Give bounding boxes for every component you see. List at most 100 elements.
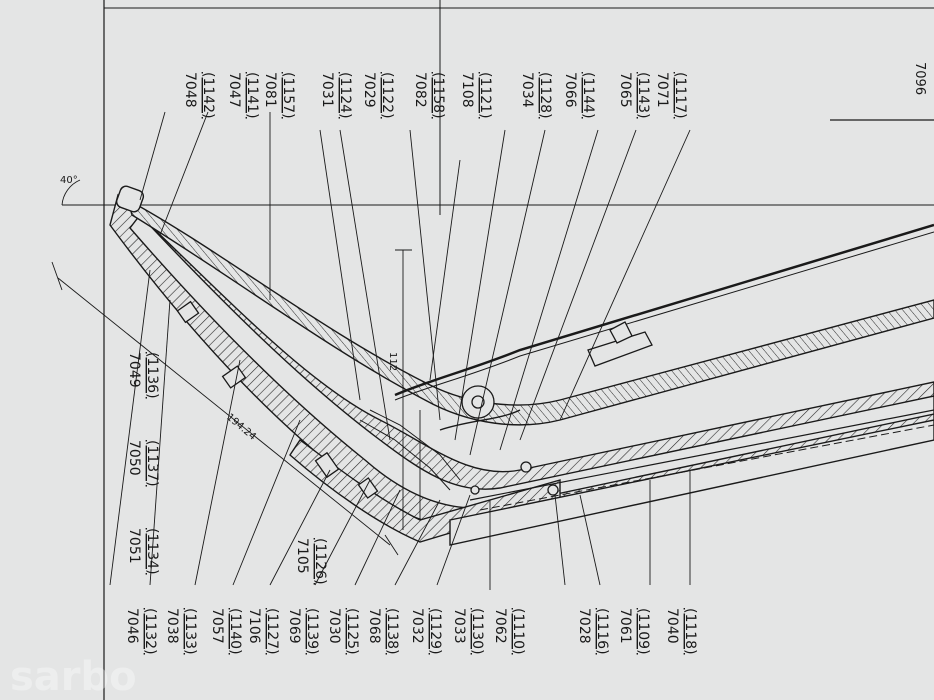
part-number: 7032 xyxy=(409,608,425,644)
part-number: 7046 xyxy=(124,608,140,644)
part-label-7032: 7032(1129) xyxy=(409,608,443,655)
part-number: 7034 xyxy=(519,72,535,108)
top-part-labels: 7048(1142) 7047(1141)7081(1157) 7031(1124)… xyxy=(182,72,688,119)
outer-tube xyxy=(109,193,934,529)
part-label-7062: 7062(1110) xyxy=(492,608,526,655)
upper-fairing xyxy=(126,198,934,426)
cable-outer xyxy=(394,223,934,397)
part-label-7033: 7033(1130) xyxy=(451,608,485,655)
part-label-7106: 7106(1127) xyxy=(246,608,280,655)
part-number: 7040 xyxy=(664,608,680,644)
part-ref: (1143) xyxy=(635,72,651,119)
part-number: 7061 xyxy=(617,608,633,644)
part-number: 7081 xyxy=(262,72,278,108)
part-label-7040: 7040(1118) xyxy=(664,608,698,655)
part-number: 7033 xyxy=(451,608,467,644)
part-ref: (1130) xyxy=(469,608,485,655)
dim-length: 194.24 xyxy=(224,412,258,443)
part-number: 7082 xyxy=(412,72,428,108)
part-ref: (1133) xyxy=(182,608,198,655)
part-number: 7049 xyxy=(126,352,142,388)
main-assembly xyxy=(109,185,934,546)
part-label-7046: 7046(1132) xyxy=(124,608,158,655)
sheet-number: 7096 xyxy=(912,62,927,95)
part-ref: (1141) xyxy=(244,72,260,119)
part-label-7061: 7061(1109) xyxy=(617,608,651,655)
part-number: 7057 xyxy=(209,608,225,644)
rear-bar xyxy=(449,419,934,546)
part-label-7028: 7028(1116) xyxy=(576,608,610,655)
part-number: 7029 xyxy=(361,72,377,108)
part-ref: (1140) xyxy=(227,608,243,655)
reference-lines xyxy=(62,0,934,700)
tip-cap xyxy=(115,185,145,213)
part-label-7047: 7047(1141) xyxy=(226,72,260,119)
part-ref: (1110) xyxy=(510,608,526,655)
part-number: 7106 xyxy=(246,608,262,644)
lower-rod xyxy=(469,409,934,501)
part-number: 7069 xyxy=(286,608,302,644)
part-label-7050: 7050(1137) xyxy=(126,440,160,487)
part-label-7065: 7065(1143) xyxy=(617,72,651,119)
lower-rod-2 xyxy=(479,424,934,511)
part-label-7108: 7108(1121) xyxy=(459,72,493,119)
part-label-7031: 7031(1124) xyxy=(319,72,353,119)
angle-label: 40° xyxy=(60,175,78,186)
part-number: 7066 xyxy=(562,72,578,108)
part-label-7029: 7029(1122) xyxy=(361,72,395,119)
cable-inner xyxy=(394,231,934,401)
part-ref: (1109) xyxy=(635,608,651,655)
bottom-part-labels: 7046(1132)7038(1133)7057(1140)7106(1127)… xyxy=(124,608,698,655)
pulley xyxy=(461,385,495,419)
part-ref: (1129) xyxy=(427,608,443,655)
part-ref: (1158) xyxy=(430,72,446,119)
part-number: 7030 xyxy=(326,608,342,644)
part-label-7081: 7081(1157) xyxy=(262,72,296,119)
part-ref: (1138) xyxy=(384,608,400,655)
part-ref: (1121) xyxy=(477,72,493,119)
part-ref: (1128) xyxy=(537,72,553,119)
part-ref: (1117) xyxy=(672,72,688,119)
part-label-7068: 7068(1138) xyxy=(366,608,400,655)
part-ref: (1122) xyxy=(379,72,395,119)
part-number: 7047 xyxy=(226,72,242,108)
part-ref: (1144) xyxy=(580,72,596,119)
part-number: 7108 xyxy=(459,72,475,108)
part-label-7048: 7048(1142) xyxy=(182,72,216,119)
part-number: 7068 xyxy=(366,608,382,644)
leader-lines xyxy=(109,111,691,590)
part-label-7030: 7030(1125) xyxy=(326,608,360,655)
part-ref: (1142) xyxy=(200,72,216,119)
part-number: 7105 xyxy=(294,538,310,574)
part-ref: (1126) xyxy=(312,538,328,585)
part-number: 7038 xyxy=(164,608,180,644)
part-number: 7028 xyxy=(576,608,592,644)
part-label-7057: 7057(1140) xyxy=(209,608,243,655)
mid-part-labels: 7049(1136) 7050(1137) 7051(1134) 7105(1126) xyxy=(126,352,328,585)
part-number: 7050 xyxy=(126,440,142,476)
part-label-7069: 7069(1139) xyxy=(286,608,320,655)
part-ref: (1124) xyxy=(337,72,353,119)
part-ref: (1137) xyxy=(144,440,160,487)
part-number: 7071 xyxy=(654,72,670,108)
part-number: 7048 xyxy=(182,72,198,108)
part-label-7051: 7051(1134) xyxy=(126,528,160,575)
bolt xyxy=(520,461,532,473)
part-ref: (1139) xyxy=(304,608,320,655)
part-label-7071: 7071(1117) xyxy=(654,72,688,119)
part-ref: (1125) xyxy=(344,608,360,655)
part-label-7049: 7049(1136) xyxy=(126,352,160,399)
part-label-7038: 7038(1133) xyxy=(164,608,198,655)
part-ref: (1118) xyxy=(682,608,698,655)
hinge-arm xyxy=(439,409,521,431)
part-ref: (1132) xyxy=(142,608,158,655)
part-number: 7051 xyxy=(126,528,142,564)
part-label-7105: 7105(1126) xyxy=(294,538,328,585)
inner-channel xyxy=(129,213,934,509)
part-label-7034: 7034(1128) xyxy=(519,72,553,119)
part-ref: (1116) xyxy=(594,608,610,655)
dim-height: 112 xyxy=(387,352,398,371)
dimensions xyxy=(51,179,421,556)
part-number: 7065 xyxy=(617,72,633,108)
